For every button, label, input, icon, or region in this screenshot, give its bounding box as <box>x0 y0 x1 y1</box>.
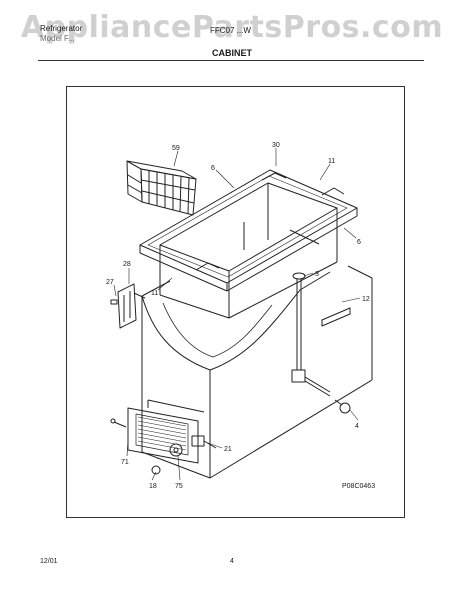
callout-3: 3 <box>315 271 319 278</box>
footer-date: 12/01 <box>40 558 58 565</box>
callout-71: 71 <box>121 459 129 466</box>
callout-leaders <box>113 148 361 481</box>
callout-27: 27 <box>106 279 114 286</box>
diagram-frame <box>66 86 405 518</box>
cabinet-body <box>141 265 373 479</box>
callout-6-top: 6 <box>211 165 215 172</box>
header-left-line1: Refrigerator <box>40 24 83 33</box>
cabinet-liner <box>159 183 338 319</box>
hinge-assembly <box>110 283 146 329</box>
callout-4: 4 <box>355 423 359 430</box>
section-title: CABINET <box>212 48 252 58</box>
footer-page-number: 4 <box>230 558 234 565</box>
name-plate <box>321 307 351 327</box>
header-model: FFC07 ...W <box>210 26 251 35</box>
wire-basket <box>126 160 197 216</box>
callout-30: 30 <box>272 142 280 149</box>
callout-11-left: 11 <box>151 290 158 297</box>
screw-parts <box>110 418 161 475</box>
callout-6-right: 6 <box>357 239 361 246</box>
header-left-line2: Model F... <box>40 34 75 43</box>
header-rule <box>38 60 424 61</box>
drawing-code: P08C0463 <box>342 483 375 490</box>
callout-11-top: 11 <box>328 158 335 165</box>
watermark: AppliancePartsPros.com <box>20 10 444 45</box>
control-grille <box>127 399 205 464</box>
callout-28: 28 <box>123 261 131 268</box>
callout-59: 59 <box>172 145 180 152</box>
callout-18: 18 <box>149 483 157 490</box>
callout-12: 12 <box>362 296 370 303</box>
thermostat-control <box>191 435 217 449</box>
drain-assembly <box>291 272 351 414</box>
callout-75: 75 <box>175 483 183 490</box>
callout-21: 21 <box>224 446 232 453</box>
